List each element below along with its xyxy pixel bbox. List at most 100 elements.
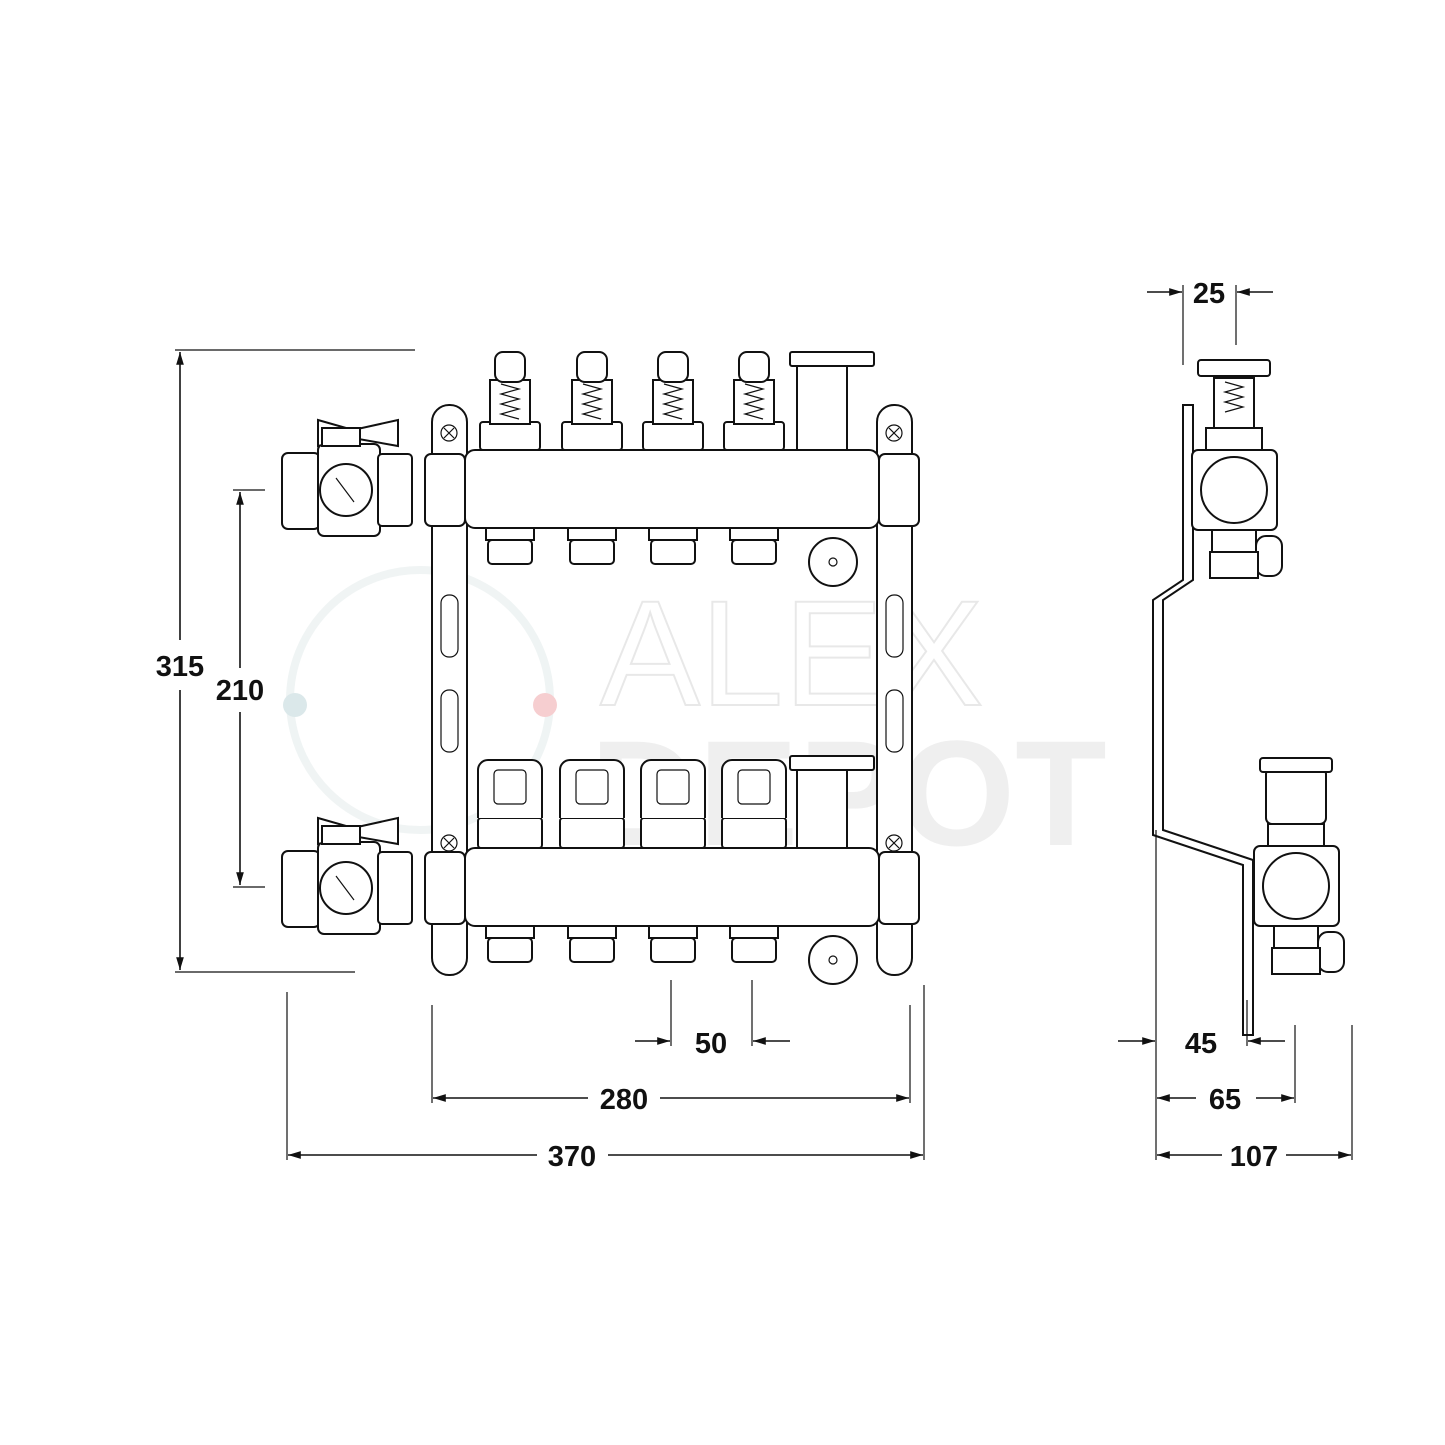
outlet-fitting (569, 937, 615, 963)
outlet-fitting (650, 539, 696, 565)
outlet-nut (485, 527, 535, 541)
valve-head (640, 759, 706, 818)
valve-window (493, 769, 527, 805)
bar-body (464, 847, 880, 927)
handle-stem (321, 825, 361, 845)
flowmeter-cap (494, 351, 526, 383)
valve-nut (281, 452, 321, 530)
dimension-label-315: 315 (156, 651, 204, 683)
valve-head (721, 759, 787, 818)
outlet-fitting (731, 937, 777, 963)
ball-valve-bottom (281, 816, 413, 935)
spring-icon (661, 383, 685, 420)
outlet-1 (479, 351, 541, 565)
flowmeter-cap (738, 351, 770, 383)
drain-center (828, 955, 838, 965)
outlet-3 (642, 351, 704, 565)
dimension-25: 25 (1147, 278, 1273, 365)
side-flowmeter (1213, 377, 1255, 429)
screw-icon (440, 424, 458, 442)
mounting-bracket-left (431, 404, 468, 976)
thermometer-dial (319, 463, 373, 517)
drain-cap (808, 537, 858, 587)
side-drain (1317, 931, 1345, 973)
outlet-nut (648, 527, 698, 541)
dimension-label-107: 107 (1230, 1141, 1278, 1173)
dimension-370: 370 (286, 985, 925, 1173)
outlet-nut (567, 527, 617, 541)
outlet-2 (561, 351, 623, 565)
valve-window (737, 769, 771, 805)
bracket-slot (885, 594, 904, 658)
side-outlet-nut (1209, 551, 1259, 579)
dimension-315: 315 (156, 349, 415, 973)
manifold-side-view (1152, 359, 1345, 1036)
bar-end-left (424, 851, 466, 925)
drain-cap (808, 935, 858, 985)
watermark-text-alex: ALEX (600, 569, 984, 737)
screw-cross (443, 837, 455, 849)
side-outlet (1211, 529, 1257, 553)
dimension-label-65: 65 (1209, 1084, 1241, 1116)
valve-head (559, 759, 625, 818)
outlet-fitting (650, 937, 696, 963)
valve-base (721, 817, 787, 849)
outlet-fitting (487, 539, 533, 565)
ball-valve-top (281, 418, 413, 537)
spring-icon (580, 383, 604, 420)
screw-cross (888, 427, 900, 439)
valve-head (477, 759, 543, 818)
handle-stem (321, 427, 361, 447)
thermometer-needle (335, 875, 355, 901)
flowmeter-base (561, 421, 623, 451)
side-outlet (1273, 925, 1319, 949)
air-vent-top (789, 351, 875, 587)
bracket-slot (440, 689, 459, 753)
screw-cross (443, 427, 455, 439)
outlet-4 (723, 351, 785, 565)
dimension-label-280: 280 (600, 1084, 648, 1116)
bar-end-right (878, 453, 920, 527)
valve-base (477, 817, 543, 849)
thermometer-needle (335, 477, 355, 503)
screw-cross (888, 837, 900, 849)
outlet-4 (721, 759, 787, 963)
side-fitting (1267, 823, 1325, 847)
wall-bracket-profile (1152, 404, 1254, 1036)
dimension-210: 210 (216, 489, 265, 888)
vent-body (796, 361, 848, 451)
manifold-bar-bottom (281, 755, 920, 985)
spring-icon (1222, 381, 1246, 413)
bracket-slot (885, 689, 904, 753)
vent-body (796, 765, 848, 849)
valve-base (640, 817, 706, 849)
bar-body (464, 449, 880, 529)
valve-window (656, 769, 690, 805)
dimension-280: 280 (431, 1005, 911, 1116)
outlet-1 (477, 759, 543, 963)
dimension-label-370: 370 (548, 1141, 596, 1173)
side-bar-pipe (1262, 852, 1330, 920)
dimension-label-25: 25 (1193, 278, 1225, 310)
outlet-fitting (569, 539, 615, 565)
outlet-nut (729, 527, 779, 541)
side-assembly-top (1191, 359, 1283, 579)
side-fitting (1205, 427, 1263, 451)
manifold-front-view (281, 351, 920, 985)
outlet-3 (640, 759, 706, 963)
outlet-nut (485, 925, 535, 939)
side-bar-pipe (1200, 456, 1268, 524)
bracket-slot (440, 594, 459, 658)
outlet-nut (567, 925, 617, 939)
side-outlet-nut (1271, 947, 1321, 975)
bar-end-left (424, 453, 466, 527)
side-flowmeter-cap (1197, 359, 1271, 377)
flowmeter-base (723, 421, 785, 451)
side-assembly-bottom (1253, 757, 1345, 975)
flowmeter-base (642, 421, 704, 451)
outlet-fitting (487, 937, 533, 963)
outlet-2 (559, 759, 625, 963)
valve-union (377, 851, 413, 925)
screw-head (885, 424, 903, 442)
